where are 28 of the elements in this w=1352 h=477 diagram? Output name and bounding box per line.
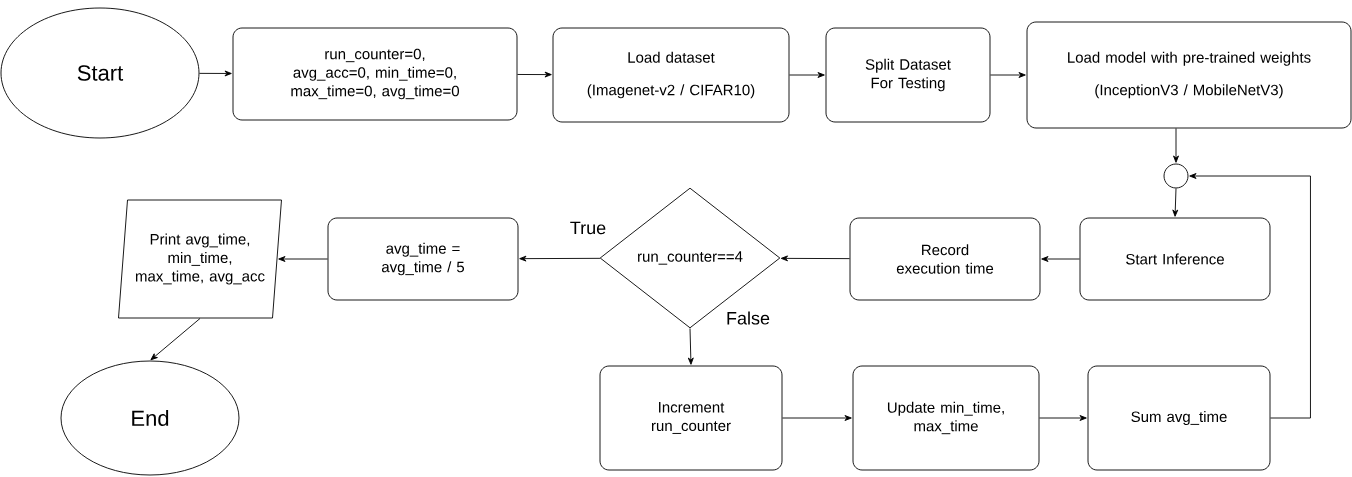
- arrow: [519, 255, 601, 262]
- edge-label: False: [725, 310, 771, 326]
- arrow: [150, 318, 201, 361]
- arrow: [780, 255, 850, 262]
- arrow: [199, 70, 232, 77]
- process-box: Increment run_counter: [599, 365, 783, 471]
- process-box: Start Inference: [1079, 217, 1271, 301]
- process-box: Load dataset (Imagenet-v2 / CIFAR10): [552, 27, 790, 123]
- arrow: [1173, 128, 1179, 163]
- arrow: [1172, 188, 1179, 217]
- process-box: Split Dataset For Testing: [825, 27, 991, 123]
- process-box: avg_time = avg_time / 5: [327, 217, 519, 301]
- arrow: [687, 328, 694, 365]
- arrow: [789, 72, 825, 78]
- process-box: Record execution time: [849, 217, 1041, 301]
- arrow: [1041, 256, 1080, 262]
- junction-circle: [1163, 163, 1189, 189]
- process-box: Load model with pre-trained weights (InceptionV3 / MobileNetV3): [1026, 21, 1352, 129]
- process-box: Update min_time, max_time: [852, 365, 1040, 471]
- process-box: Sum avg_time: [1087, 365, 1271, 471]
- arrow: [278, 256, 328, 262]
- arrow: [990, 72, 1026, 78]
- arrow: [1039, 415, 1087, 421]
- arrow: [782, 415, 852, 421]
- arrow: [517, 71, 552, 78]
- output-parallelogram: Print avg_time, min_time, max_time, avg_acc: [118, 199, 282, 319]
- arrow: [1189, 173, 1311, 419]
- process-box: run_counter=0, avg_acc=0, min_time=0, max_time=0, avg_time=0: [232, 27, 518, 121]
